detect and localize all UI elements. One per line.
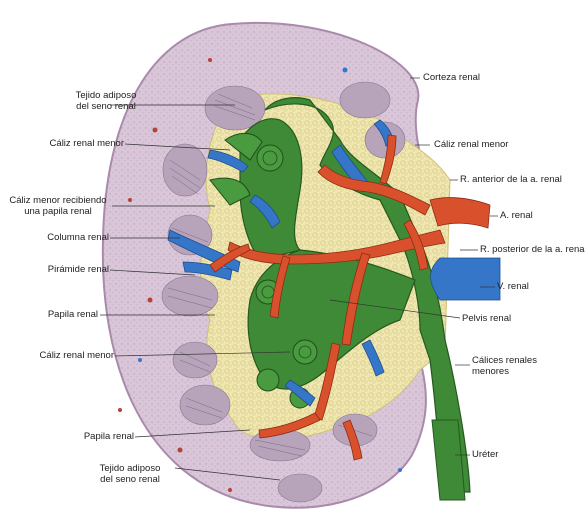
label-ureter: Uréter [472,449,498,460]
label-caliz-menor-left-top: Cáliz renal menor [14,138,124,149]
label-columna-renal: Columna renal [14,232,109,243]
label-r-posterior: R. posterior de la a. renal [480,244,585,255]
label-caliz-menor-right: Cáliz renal menor [434,139,508,150]
label-r-anterior: R. anterior de la a. renal [460,174,562,185]
label-piramide-renal: Pirámide renal [14,264,109,275]
label-a-renal: A. renal [500,210,533,221]
label-pelvis-renal: Pelvis renal [462,313,511,324]
label-caliz-menor-left-bottom: Cáliz renal menor [10,350,114,361]
label-v-renal: V. renal [497,281,529,292]
label-papila-renal-bottom: Papila renal [40,431,134,442]
label-caliz-menor-recibiendo: Cáliz menor recibiendo una papila renal [4,195,112,217]
label-papila-renal-left: Papila renal [10,309,98,320]
label-calices-menores: Cálices renales menores [472,355,537,377]
label-tejido-adiposo-bottom: Tejido adiposo del seno renal [84,463,176,485]
label-corteza-renal: Corteza renal [423,72,480,83]
label-tejido-adiposo-top: Tejido adiposo del seno renal [56,90,156,112]
